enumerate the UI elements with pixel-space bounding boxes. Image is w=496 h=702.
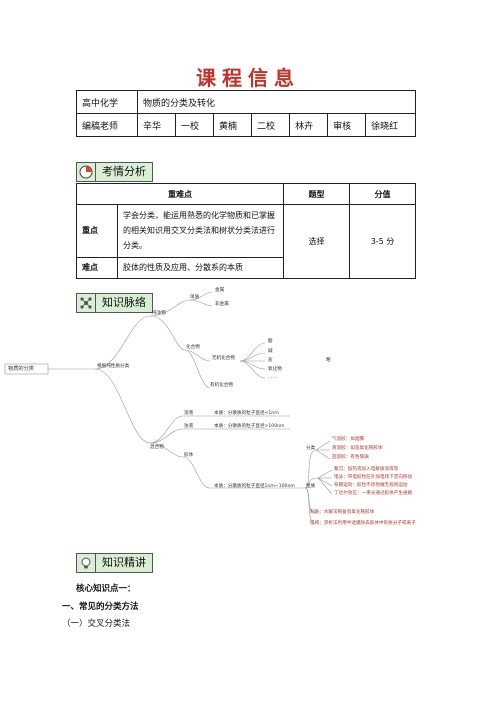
mindmap-prep: 制备：水解法制备氢氧化铁胶体 xyxy=(310,510,375,515)
mindmap-mixture: 混合物 xyxy=(150,445,164,450)
row-type: 选择 xyxy=(283,204,350,279)
course-info-table: 高中化学 物质的分类及转化 编稿老师 辛华 一校 黄楠 二校 林卉 审核 徐晓红 xyxy=(76,90,416,137)
mindmap-organic: 有机化合物 xyxy=(210,383,233,388)
lightbulb-icon xyxy=(76,553,96,573)
mindmap-ellipsis: …… xyxy=(268,375,278,380)
check2-label: 二校 xyxy=(251,113,291,137)
mindmap-level1: 根据纯性质分类 xyxy=(97,364,130,369)
mindmap-solution-desc: 本质：分散质的粒子直径<1nm xyxy=(214,411,279,416)
mindmap-p1: 聚沉：加热或加入电解质溶液等 xyxy=(334,467,399,472)
mindmap-colloid: 胶体 xyxy=(184,453,194,458)
table-row: 重点 学会分类，能运用熟悉的化学物质和已掌握的相关知识用交叉分类法和树状分类法进… xyxy=(76,204,416,279)
mindmap-purify: 提纯：渗析法利用半透膜除去胶体中杂质分子或离子 xyxy=(310,521,416,526)
mindmap-suspension-desc: 本质：分散质的粒子直径>100nm xyxy=(214,424,285,429)
mindmap-p3: 布朗运动：胶粒不停地做无规则运动 xyxy=(334,483,408,488)
mindmap-property: 性质 xyxy=(306,484,316,489)
mindmap-p4: 丁达尔效应：一束光通过胶体产生通路 xyxy=(334,491,413,496)
network-icon xyxy=(76,293,96,313)
section-lecture-label: 知识精讲 xyxy=(96,553,153,573)
mindmap-solution: 溶液 xyxy=(184,411,194,416)
editor-label: 编稿老师 xyxy=(76,113,138,137)
table-row: 难点 胶体的性质及应用、分散系的本质 xyxy=(76,256,416,279)
mindmap-elements: 单质 xyxy=(190,295,200,300)
core-point-title: 核心知识点一： xyxy=(76,584,136,594)
section-lecture-header: 知识精讲 xyxy=(76,553,153,573)
mindmap-colloid-desc: 本质：分散质的粒子直径1nm~100nm xyxy=(214,484,295,489)
mindmap-c1: 气溶胶：如烟雾 xyxy=(332,437,365,442)
mindmap-suspension: 浊液 xyxy=(184,424,194,429)
page-title: 课程信息 xyxy=(196,66,300,90)
mindmap-extra: 略 xyxy=(326,358,331,363)
check2-name: 林卉 xyxy=(289,113,329,137)
pie-chart-icon xyxy=(76,162,96,182)
table-header-row: 重难点 题型 分值 xyxy=(76,183,416,205)
section-analysis-label: 考情分析 xyxy=(96,162,153,182)
subject-cell: 高中化学 xyxy=(76,90,138,114)
check1-label: 一校 xyxy=(175,113,215,137)
mindmap-p2: 电泳：带电胶粒在外加电场下定向移动 xyxy=(334,475,413,480)
row-content-difficult: 胶体的性质及应用、分散系的本质 xyxy=(117,256,284,279)
row-label-difficult: 难点 xyxy=(76,256,118,279)
mindmap-salt: 盐 xyxy=(268,358,273,363)
table-row: 编稿老师 辛华 一校 黄楠 二校 林卉 审核 徐晓红 xyxy=(76,113,416,137)
mindmap-classify: 分类 xyxy=(306,446,316,451)
check1-name: 黄楠 xyxy=(213,113,253,137)
mindmap-root: 物质的分类 xyxy=(8,366,34,372)
review-label: 审核 xyxy=(327,113,367,137)
section-analysis-header: 考情分析 xyxy=(76,162,153,182)
mindmap-c3: 固溶胶：有色玻璃 xyxy=(332,455,369,460)
mindmap-oxide: 氧化物 xyxy=(268,367,282,372)
mindmap-metal: 金属 xyxy=(215,288,225,293)
section-network-header: 知识脉络 xyxy=(76,293,153,313)
mindmap-base: 碱 xyxy=(268,349,273,354)
mindmap-acid: 酸 xyxy=(268,339,273,344)
mindmap-inorganic: 无机化合物 xyxy=(212,356,235,361)
analysis-table: 重难点 题型 分值 重点 学会分类，能运用熟悉的化学物质和已掌握的相关知识用交叉… xyxy=(76,183,416,279)
mindmap-nonmetal: 非金属 xyxy=(215,302,229,307)
section-network-label: 知识脉络 xyxy=(96,293,153,313)
row-score: 3-5 分 xyxy=(349,204,416,279)
row-label-key: 重点 xyxy=(76,204,118,258)
mindmap-compound: 化合物 xyxy=(186,345,200,350)
header-score: 分值 xyxy=(349,183,416,205)
subheading-cross: （一）交叉分类法 xyxy=(62,619,131,629)
heading-classification: 一、常见的分类方法 xyxy=(62,602,139,612)
review-name: 徐晓红 xyxy=(365,113,416,137)
mindmap-c2: 液溶胶：如氢氧化铁胶体 xyxy=(332,446,383,451)
mindmap-pure: 纯净物 xyxy=(152,311,166,316)
